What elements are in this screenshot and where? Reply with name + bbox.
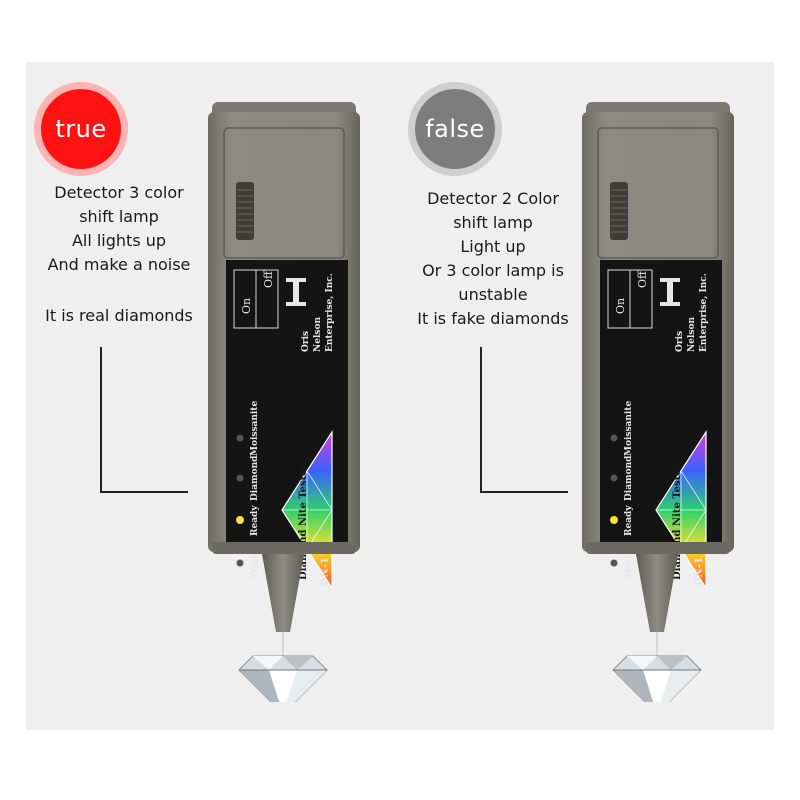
lamp-label-ready: Ready: [250, 505, 260, 536]
battery-cover: [597, 127, 719, 259]
switch-off-label: Off: [262, 270, 275, 288]
product-name: Diamond Nite Tester: [672, 463, 683, 580]
panel-true: true Detector 3 color shift lamp All lig…: [26, 62, 400, 730]
brand-name-1: Oris: [301, 331, 311, 352]
switch-on-label: On: [614, 298, 627, 314]
false-line-4: Or 3 color lamp is: [422, 261, 564, 280]
true-line-2: shift lamp: [79, 207, 159, 226]
brand-logo-icon: [660, 278, 680, 306]
false-line-6: It is fake diamonds: [417, 309, 569, 328]
model-label: DN-1: [694, 557, 705, 586]
false-line-1: Detector 2 Color: [427, 189, 559, 208]
true-line-1: Detector 3 color: [54, 183, 184, 202]
lamp-label-wait: Wait: [250, 554, 260, 579]
product-name: Diamond Nite Tester: [298, 463, 309, 580]
false-description: Detector 2 Color shift lamp Light up Or …: [400, 187, 586, 331]
brand-name-2: Nelson: [313, 317, 323, 352]
tester-tip: [636, 554, 678, 632]
brand-name-2: Nelson: [687, 317, 697, 352]
brand-logo-icon: [286, 278, 306, 306]
lamp-label-wait: Wait: [624, 554, 634, 579]
panel-false: false Detector 2 Color shift lamp Light …: [400, 62, 774, 730]
brand-name-3: Enterprise, Inc.: [325, 273, 335, 352]
tester-collar: [586, 542, 730, 554]
lamp-label-ready: Ready: [624, 505, 634, 536]
model-label: DN-1: [320, 557, 331, 586]
true-description: Detector 3 color shift lamp All lights u…: [26, 181, 212, 277]
false-line-3: Light up: [460, 237, 526, 256]
lamp-label-diamond: Diamond: [624, 455, 634, 501]
false-line-5: unstable: [458, 285, 528, 304]
tester-svg: On Off Oris Nelson Enterprise, Inc. Mois…: [208, 102, 360, 702]
lamp-label-diamond: Diamond: [250, 455, 260, 501]
lamp-label-moissanite: Moissanite: [250, 401, 260, 456]
switch-on-label: On: [240, 298, 253, 314]
power-wheel-icon: [236, 182, 254, 240]
true-leader-line: [100, 347, 188, 493]
switch-off-label: Off: [636, 270, 649, 288]
tester-tip: [262, 554, 304, 632]
lamp-diamond: [236, 474, 244, 482]
true-line-4: And make a noise: [47, 255, 191, 274]
lamp-wait: [610, 559, 618, 567]
power-wheel-icon: [610, 182, 628, 240]
lamp-moissanite: [236, 434, 244, 442]
tester-svg: On Off Oris Nelson Enterprise, Inc. Mois…: [582, 102, 734, 702]
lamp-diamond: [610, 474, 618, 482]
wheel-ridges: [611, 189, 627, 233]
lamp-wait: [236, 559, 244, 567]
brand-name-1: Oris: [675, 331, 685, 352]
false-line-2: shift lamp: [453, 213, 533, 232]
lamp-ready: [610, 516, 618, 524]
diamond-icon: [612, 655, 702, 702]
diamond-icon: [238, 655, 328, 702]
false-badge: false: [415, 89, 495, 169]
true-badge: true: [41, 89, 121, 169]
diamond-tester-right: On Off Oris Nelson Enterprise, Inc. Mois…: [578, 102, 738, 702]
true-line-3: All lights up: [71, 231, 167, 250]
false-leader-line: [480, 347, 568, 493]
battery-cover: [223, 127, 345, 259]
lamp-ready: [236, 516, 244, 524]
true-verdict: It is real diamonds: [45, 306, 193, 325]
lamp-moissanite: [610, 434, 618, 442]
prism-facets: [656, 470, 707, 550]
diamond-tester-left: On Off Oris Nelson Enterprise, Inc. Mois…: [204, 102, 364, 702]
tester-collar: [212, 542, 356, 554]
lamp-label-moissanite: Moissanite: [624, 401, 634, 456]
wheel-ridges: [237, 189, 253, 233]
brand-name-3: Enterprise, Inc.: [699, 273, 709, 352]
